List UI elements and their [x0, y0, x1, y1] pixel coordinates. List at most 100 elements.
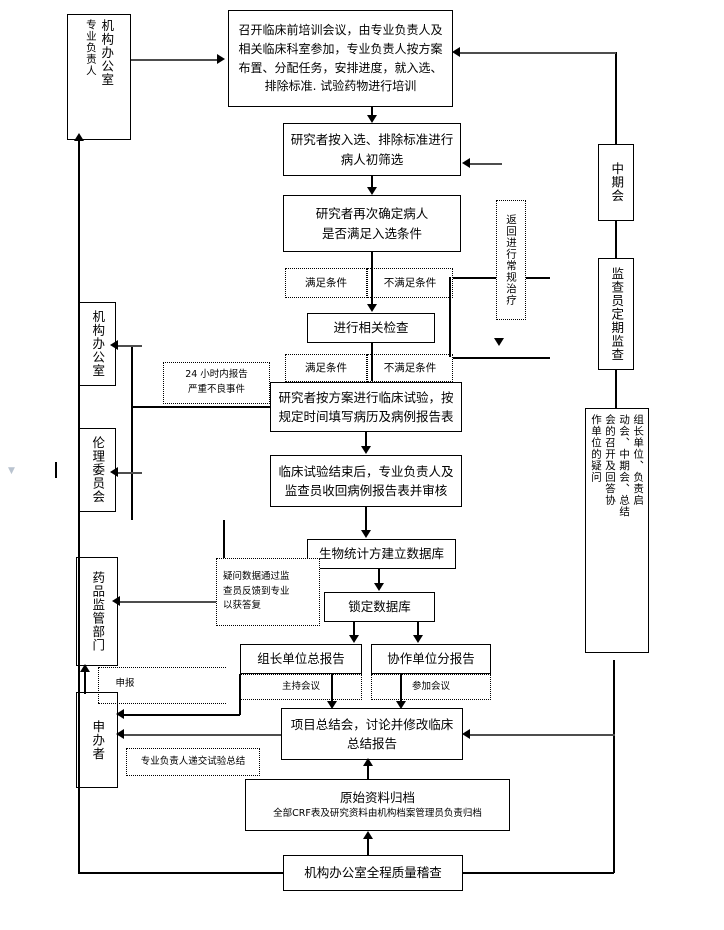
arrow-lock-to-collab [413, 635, 423, 643]
role-professional-lead-label: 专业负责人 [84, 19, 97, 77]
arrow-audit-to-archive [363, 831, 373, 839]
step-confirm-patients: 研究者再次确定病人 是否满足入选条件 [283, 195, 461, 252]
after-trial-line-2: 监查员收回病例报告表并审核 [284, 483, 448, 498]
step-archive-materials: 原始资料归档 全部CRF表及研究资料由机构档案管理员负责归档 [245, 779, 510, 831]
line-sae-to-ethics [116, 472, 142, 474]
line-audit-left [78, 872, 284, 874]
step-training-meeting: 召开临床前培训会议，由专业负责人及 相关临床科室参加，专业负责人按方案 布置、分… [228, 10, 453, 107]
condition-meet-1: 满足条件 [285, 268, 367, 298]
condition-not-meet-2-label: 不满足条件 [383, 361, 437, 374]
line-monitor-to-screen [470, 163, 502, 165]
note-query-feedback: 疑问数据通过监 查员反馈到专业 以获答复 [216, 558, 320, 626]
line-attend-down [400, 674, 402, 701]
leader-unit-line-2: 动会、中期会、总结 [618, 414, 631, 518]
line-report-to-sponsor [124, 714, 240, 716]
line-exam-to-cond2 [371, 343, 373, 381]
note-sae-report: 24 小时内报告 严重不良事件 [163, 362, 270, 404]
midterm-meeting-label: 中期会 [609, 162, 625, 203]
line-summary-to-sponsor [124, 734, 281, 736]
arrow-sponsor-to-drugadmin [80, 664, 90, 672]
right-box-monitor-regular: 监查员定期监查 [598, 258, 634, 370]
role-box-org-office-2: 机构办公室 [78, 302, 116, 386]
query-feedback-line-3: 以获答复 [223, 600, 262, 612]
line-leaderunit-to-summary [470, 734, 615, 736]
screen-patients-line-1: 研究者按入选、排除标准进行 [290, 132, 454, 148]
arrow-archive-to-summary [363, 758, 373, 766]
role-box-sponsor: 申办者 [76, 692, 118, 788]
role-box-drug-admin: 药品监管部门 [76, 557, 118, 666]
arrow-cond1-to-exam [367, 304, 377, 312]
note-submit-summary: 专业负责人递交试验总结 [126, 748, 260, 776]
line-training-to-screen [371, 107, 373, 116]
condition-not-meet-1: 不满足条件 [367, 268, 453, 298]
step-collab-sub-report: 协作单位分报告 [371, 644, 491, 674]
line-sae-to-drugadmin [118, 601, 224, 603]
role-sponsor-label: 申办者 [90, 719, 106, 761]
attend-meeting-label: 参加会议 [411, 680, 450, 692]
confirm-patients-line-1: 研究者再次确定病人 [315, 206, 429, 222]
line-right-to-training [460, 52, 616, 54]
step-related-exam: 进行相关检查 [307, 313, 435, 343]
arrow-return-routine [494, 338, 504, 346]
condition-not-meet-2: 不满足条件 [367, 354, 453, 382]
line-sae-to-office2 [116, 345, 142, 347]
step-after-trial: 临床试验结束后，专业负责人及 监查员收回病例报告表并审核 [270, 455, 462, 507]
note-host-meeting: 主持会议 [240, 674, 362, 700]
arrow-office-to-training [217, 54, 225, 64]
line-sae-vert [131, 345, 133, 520]
arrow-screen-to-confirm [367, 187, 377, 195]
line-screen-to-confirm [371, 176, 373, 187]
condition-meet-2-label: 满足条件 [305, 361, 347, 374]
arrow-conduct-to-after [361, 446, 371, 454]
line-confirm-through-cond1 [371, 252, 373, 304]
summary-meeting-line-1: 项目总结会，讨论并修改临床 [290, 716, 454, 732]
leader-unit-line-3: 会的召开及回答协 [604, 414, 616, 506]
note-attend-meeting: 参加会议 [371, 674, 491, 700]
condition-meet-2: 满足条件 [285, 354, 367, 382]
role-ethics-committee-label: 伦理委员会 [90, 436, 106, 504]
submit-summary-label: 专业负责人递交试验总结 [140, 755, 246, 767]
line-notmeet2-right [453, 357, 550, 359]
line-sae-left [131, 406, 270, 408]
lock-database-label: 锁定数据库 [348, 599, 411, 615]
apply-label: 申报 [115, 678, 135, 689]
archive-title-label: 原始资料归档 [339, 789, 415, 805]
step-screen-patients: 研究者按入选、排除标准进行 病人初筛选 [283, 123, 461, 176]
arrow-monitor-to-screen [462, 158, 470, 168]
sae-report-line-1: 24 小时内报告 [185, 369, 248, 381]
arrow-sae-to-drugadmin [112, 596, 120, 606]
collab-sub-report-label: 协作单位分报告 [387, 651, 475, 667]
arrow-attend-down [396, 701, 406, 709]
line-audit-right [462, 872, 614, 874]
role-org-office-label: 机构办公室 [99, 19, 115, 87]
line-lock-to-leader [353, 622, 355, 635]
arrow-audit-to-office-lead [74, 133, 84, 141]
training-meeting-line-2: 相关临床科室参加，专业负责人按方案 [238, 41, 443, 56]
arrow-leaderunit-to-summary [462, 729, 470, 739]
query-feedback-line-1: 疑问数据通过监 [223, 570, 290, 582]
arrow-training-to-screen [367, 115, 377, 123]
right-box-leader-unit-duties: 组长单位、负责启 动会、中期会、总结 会的召开及回答协 作单位的疑问 [585, 408, 649, 653]
line-audit-to-archive [367, 838, 369, 855]
line-midterm-to-monitor [615, 221, 617, 258]
line-notmeet-vertical [449, 277, 451, 357]
training-meeting-line-4: 排除标准. 试验药物进行培训 [264, 79, 417, 94]
after-trial-line-1: 临床试验结束后，专业负责人及 [278, 463, 454, 479]
text-caret-artifact [55, 462, 57, 478]
line-report-to-sponsor-v [239, 674, 241, 715]
role-org-office-2-label: 机构办公室 [90, 310, 106, 378]
arrow-sae-to-office2 [110, 340, 118, 350]
conduct-trial-line-2: 规定时间填写病历及病例报告表 [278, 409, 454, 424]
sae-report-line-2: 严重不良事件 [187, 384, 245, 395]
quality-audit-label: 机构办公室全程质量稽查 [304, 865, 442, 881]
related-exam-label: 进行相关检查 [333, 320, 409, 336]
line-midterm-up [615, 52, 617, 144]
line-after-to-db [365, 507, 367, 530]
arrow-sae-to-ethics [110, 467, 118, 477]
note-return-routine-treatment: 返回进行常规治疗 [496, 200, 526, 320]
training-meeting-line-1: 召开临床前培训会议，由专业负责人及 [238, 23, 443, 38]
line-lock-to-collab [417, 622, 419, 635]
leader-unit-line-1: 组长单位、负责启 [632, 414, 645, 506]
arrow-after-to-db [361, 530, 371, 538]
